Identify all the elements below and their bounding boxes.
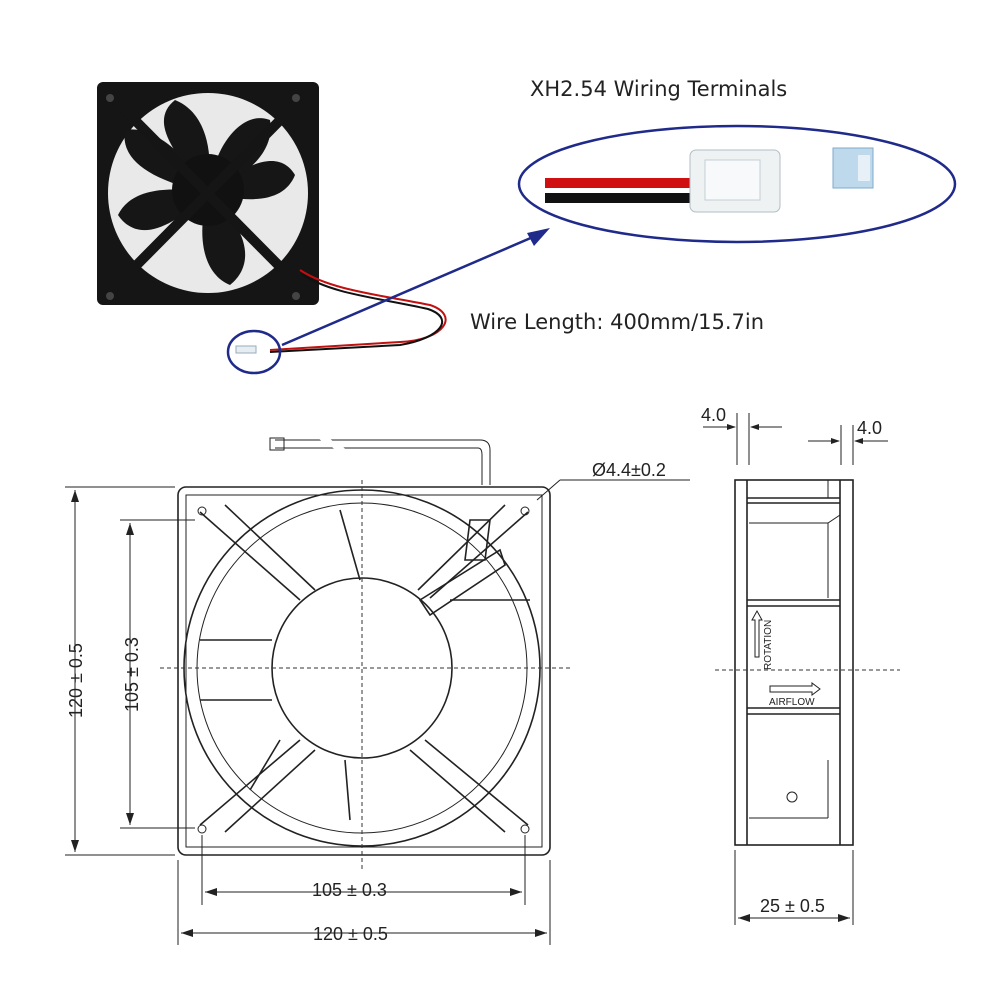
- hole-diameter-label: Ø4.4±0.2: [592, 460, 666, 480]
- width-outer-label: 120 ± 0.5: [313, 924, 388, 944]
- terminal-title: XH2.54 Wiring Terminals: [530, 77, 787, 101]
- frame-right-dim: 4.0: [857, 418, 882, 438]
- side-view: [703, 413, 900, 925]
- wire-length-label: Wire Length: 400mm/15.7in: [470, 310, 764, 334]
- rotation-label: ROTATION: [763, 620, 774, 670]
- frame-left-dim: 4.0: [701, 405, 726, 425]
- front-view: [65, 432, 690, 945]
- rotation-arrow-icon: [751, 609, 763, 658]
- height-outer-label: 120 ± 0.5: [66, 643, 86, 718]
- wire-callout: [226, 124, 957, 375]
- depth-label: 25 ± 0.5: [760, 896, 825, 916]
- airflow-label: AIRFLOW: [769, 697, 815, 708]
- width-inner-label: 105 ± 0.3: [312, 880, 387, 900]
- height-inner-label: 105 ± 0.3: [122, 637, 142, 712]
- airflow-arrow-icon: [769, 682, 821, 696]
- fan-photo: [97, 82, 447, 354]
